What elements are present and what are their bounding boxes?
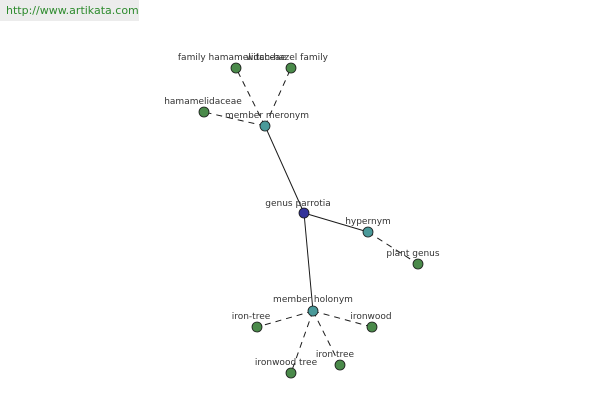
node-family-hamamelidaceae[interactable] [230,62,242,74]
node-iron-tree[interactable] [334,359,346,371]
node-label-member-holonym[interactable]: member holonym [273,295,353,305]
node-member-meronym[interactable] [259,120,271,132]
node-member-holonym[interactable] [307,305,319,317]
edge-genus-parrotia-to-hypernym [303,212,369,233]
edge-genus-parrotia-to-member-meronym [264,125,305,214]
node-label-family-hamamelidaceae[interactable]: family hamamelidaceae [178,53,287,63]
node-label-iron-tree[interactable]: iron tree [316,350,355,360]
node-hypernym[interactable] [362,226,374,238]
nodes-layer [198,62,424,379]
edge-hypernym-to-plant-genus [367,231,419,265]
node-label-member-meronym[interactable]: member meronym [225,111,309,121]
edge-genus-parrotia-to-member-holonym [303,212,314,312]
node-witch-hazel-family[interactable] [285,62,297,74]
node-label-iron-tree-hyphen[interactable]: iron-tree [232,312,271,322]
edges-layer [203,67,419,374]
node-ironwood[interactable] [366,321,378,333]
url-link[interactable]: http://www.artikata.com [6,4,139,17]
node-plant-genus[interactable] [412,258,424,270]
node-label-ironwood[interactable]: ironwood [350,312,391,322]
node-hamamelidaceae[interactable] [198,106,210,118]
node-genus-parrotia[interactable] [298,207,310,219]
edge-member-holonym-to-iron-tree-hyphen [256,310,314,328]
node-label-genus-parrotia[interactable]: genus parrotia [265,199,331,209]
node-label-hamamelidaceae[interactable]: hamamelidaceae [164,97,242,107]
node-label-hypernym[interactable]: hypernym [345,217,391,227]
node-iron-tree-hyphen[interactable] [251,321,263,333]
url-banner[interactable]: http://www.artikata.com [0,0,139,21]
node-label-ironwood-tree[interactable]: ironwood tree [255,358,318,368]
labels-layer: genus parrotia member meronym hypernym memb… [164,53,440,368]
node-label-witch-hazel-family[interactable]: witch-hazel family [246,53,329,63]
node-label-plant-genus[interactable]: plant genus [386,249,439,259]
node-ironwood-tree[interactable] [285,367,297,379]
